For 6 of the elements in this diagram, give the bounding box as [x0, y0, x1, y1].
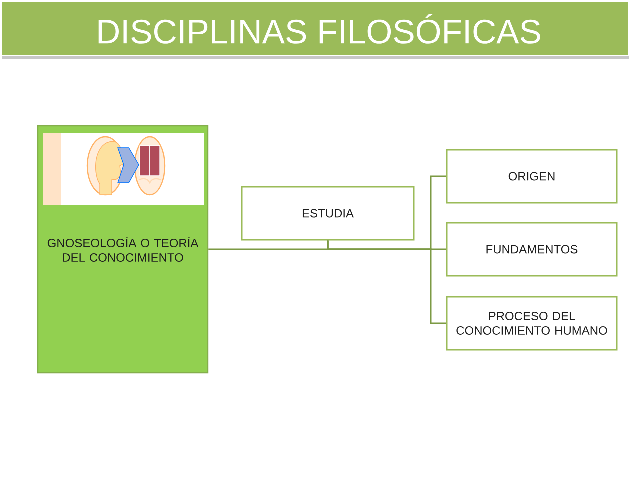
concept-box: ORIGEN: [446, 149, 618, 204]
concept-box: PROCESO DEL CONOCIMIENTO HUMANO: [446, 296, 618, 351]
concept-box: ESTUDIA: [241, 186, 415, 241]
connector-line: [327, 240, 446, 324]
title-banner: DISCIPLINAS FILOSÓFICAS: [2, 2, 629, 60]
concept-box: FUNDAMENTOS: [446, 222, 618, 277]
